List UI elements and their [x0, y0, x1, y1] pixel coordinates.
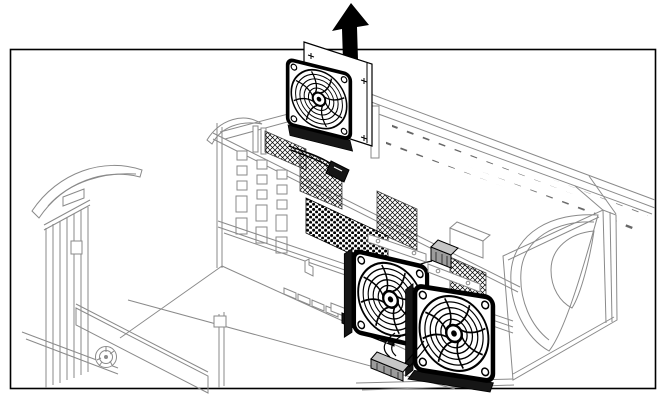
- bezel-curves: [31, 117, 263, 219]
- middle-fan-left: [343, 248, 427, 356]
- middle-fan-right: [405, 282, 494, 393]
- removed-fan: [288, 59, 354, 183]
- figure-border: [9, 48, 657, 390]
- fan-bracket-left: [367, 233, 427, 263]
- front-vent-slits: [75, 307, 209, 394]
- ribbon-connector-lower: [370, 332, 430, 382]
- expansion-slot-guides: [43, 188, 91, 388]
- deck-vent-slots: [386, 137, 640, 236]
- up-arrow-icon: [332, 3, 369, 61]
- chassis-wireframe: [21, 92, 656, 394]
- fan-bracket-right: [427, 263, 481, 293]
- ribbon-connector-upper: [395, 221, 491, 289]
- retention-clip: [304, 258, 314, 277]
- deck-vent-slots: [392, 120, 648, 222]
- front-badge: [95, 346, 117, 368]
- side-scoop-curve: [510, 214, 599, 352]
- front-corner-post: [213, 312, 227, 388]
- component-blocks: [235, 150, 288, 254]
- right-side-panel: [502, 209, 618, 381]
- removed-fan-cable: [288, 145, 350, 183]
